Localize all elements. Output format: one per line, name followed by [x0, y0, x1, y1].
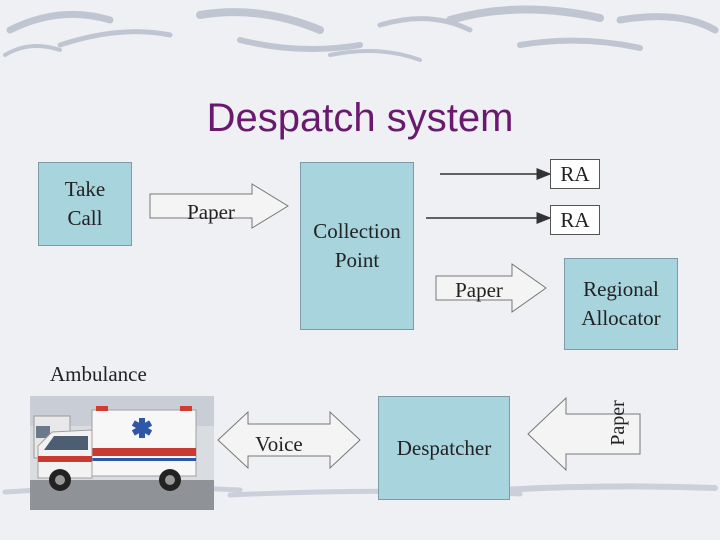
ambulance-photo-icon [30, 396, 214, 510]
block-arrow-voice [217, 410, 361, 470]
regional-allocator-box: Regional Allocator [564, 258, 678, 350]
ra-box-top: RA [550, 159, 600, 189]
block-arrow-paper-1 [149, 183, 289, 229]
flow-label-paper-1: Paper [187, 199, 235, 224]
ra-box-mid: RA [550, 205, 600, 235]
collection-point-box: Collection Point [300, 162, 414, 330]
flow-label-paper-2: Paper [455, 277, 503, 302]
flow-label-paper-3: Paper [607, 400, 629, 446]
ambulance-label: Ambulance [50, 361, 147, 386]
block-arrow-paper-2 [435, 263, 547, 313]
take-call-box: Take Call [38, 162, 132, 246]
despatcher-box: Despatcher [378, 396, 510, 500]
flow-label-voice: Voice [255, 431, 303, 456]
block-arrow-paper-3 [527, 396, 641, 472]
slide-title: Despatch system [206, 96, 514, 140]
